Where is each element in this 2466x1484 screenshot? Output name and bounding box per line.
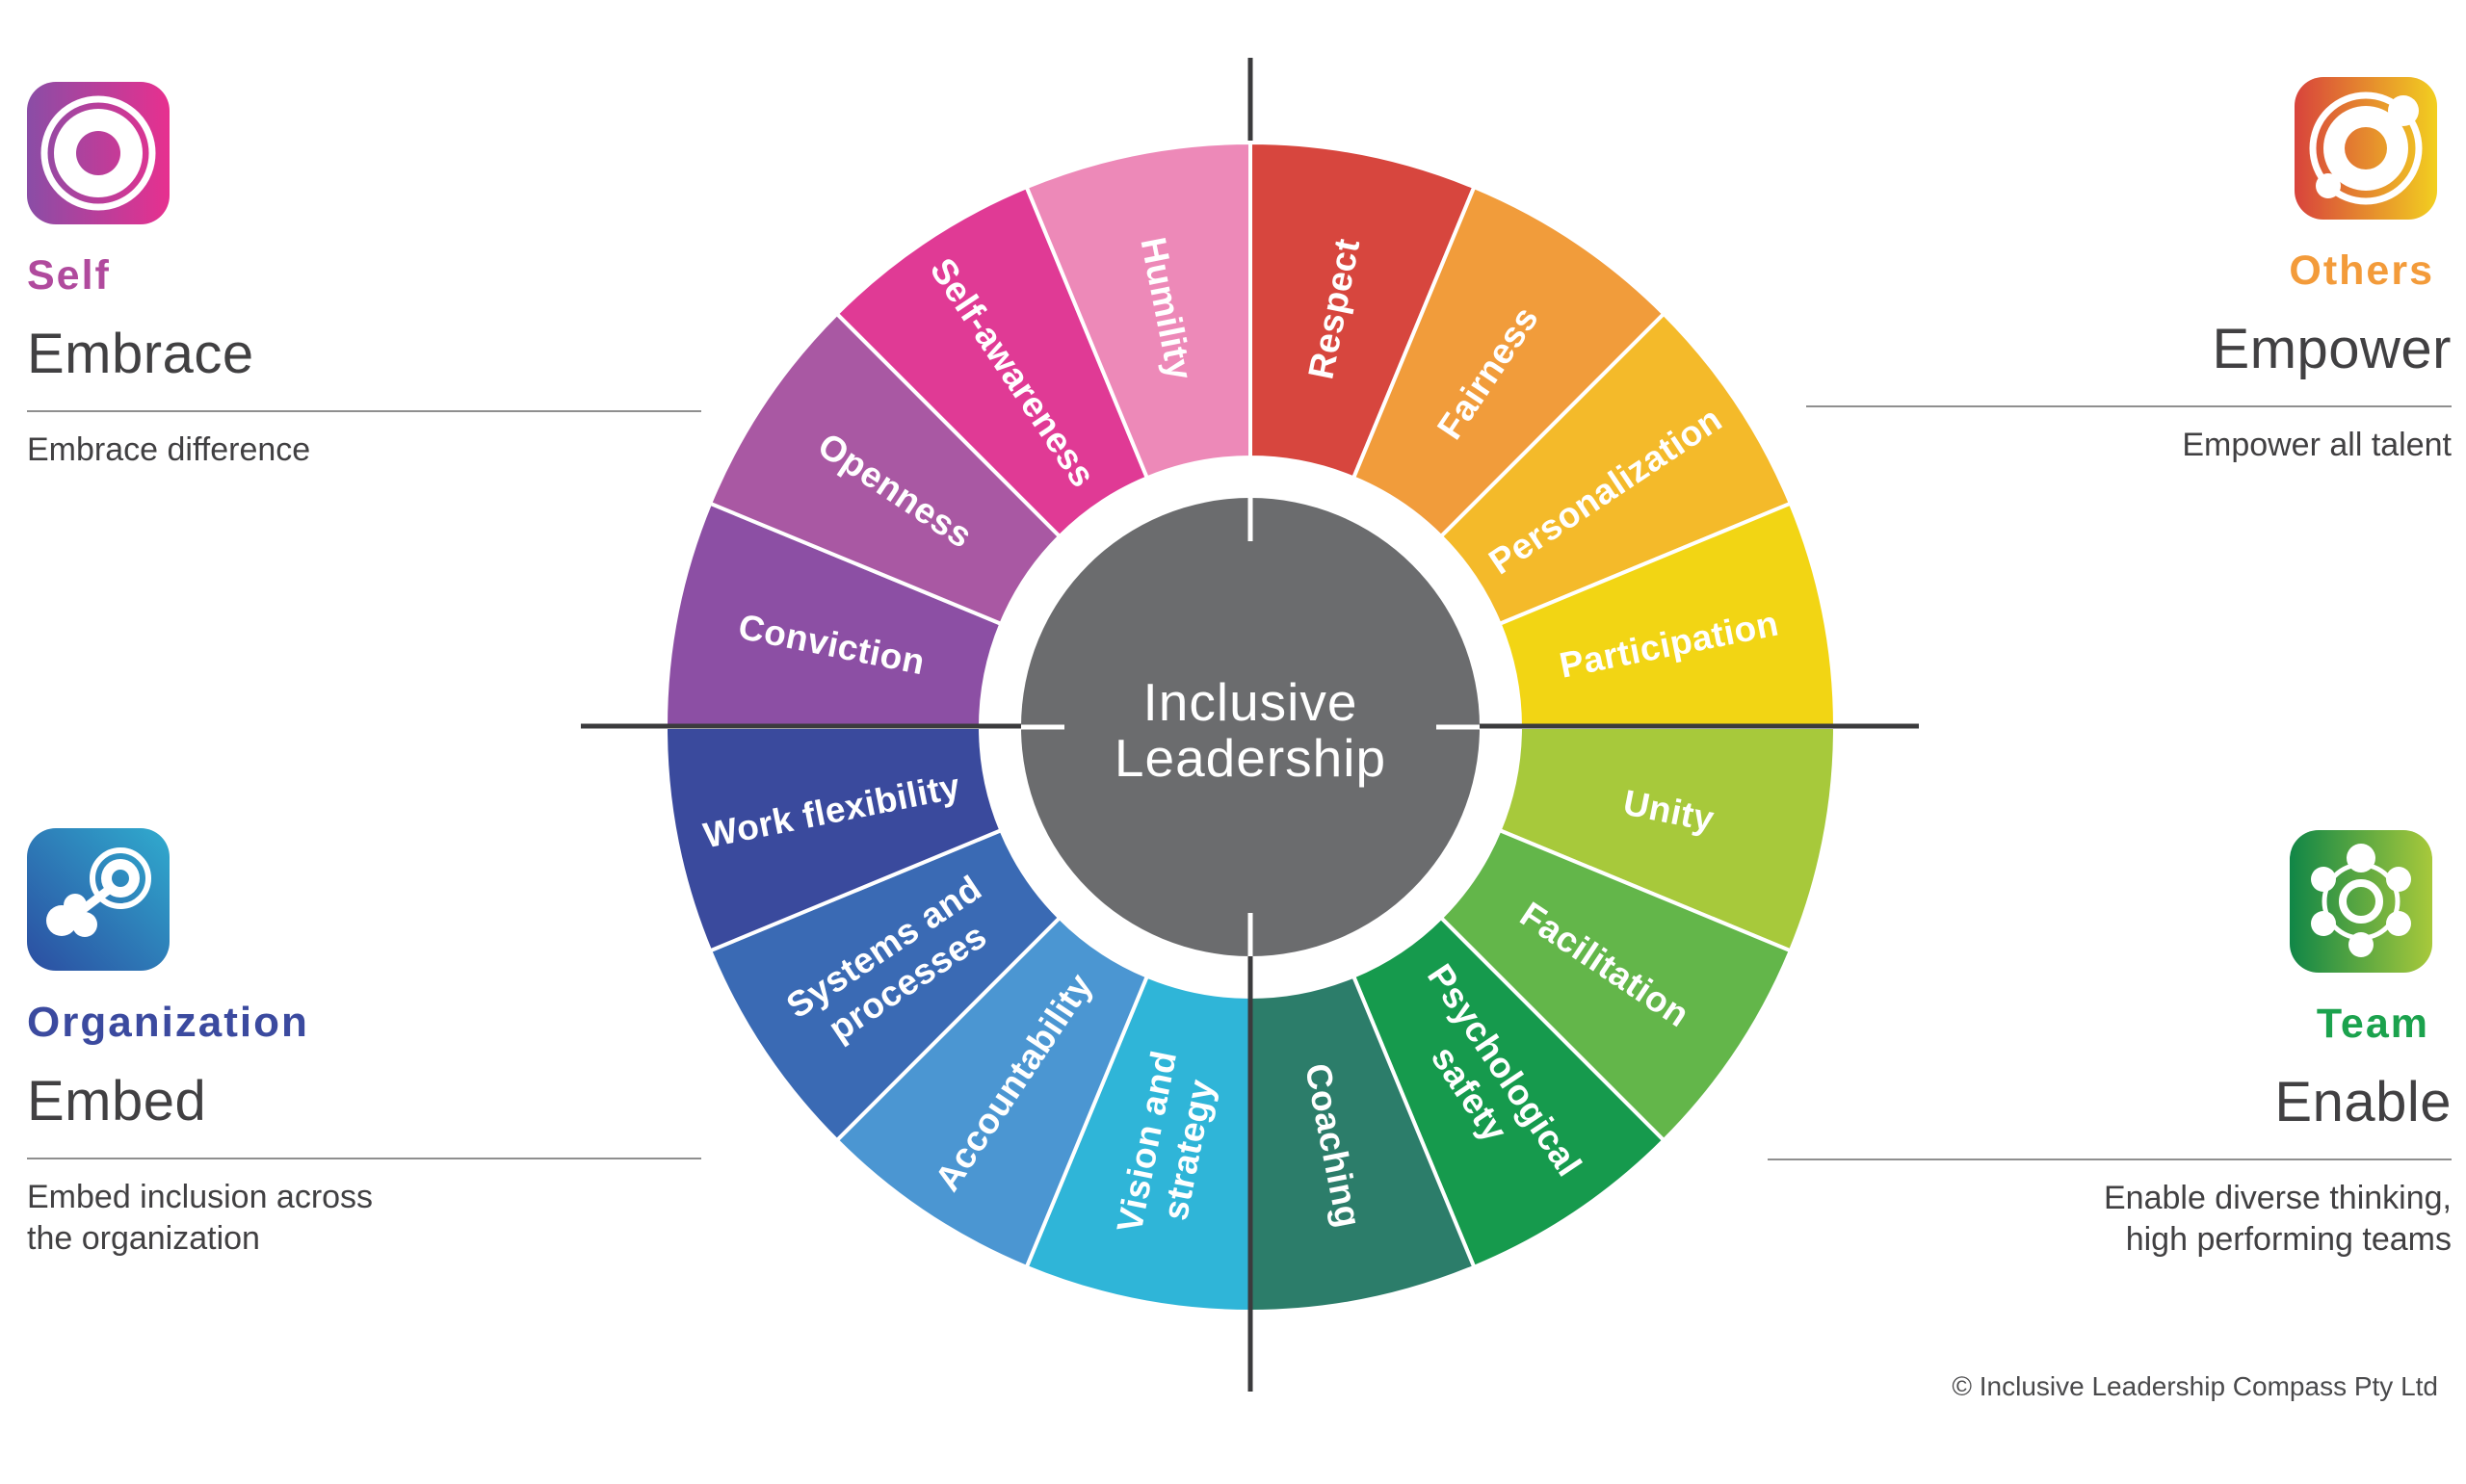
team-hub-icon xyxy=(2290,830,2432,973)
quadrant-panel-organization: Organization Embed Embed inclusion acros… xyxy=(27,828,730,1261)
copyright-text: © Inclusive Leadership Compass Pty Ltd xyxy=(1952,1371,2438,1401)
divider-line xyxy=(27,1157,701,1159)
quadrant-description-others: Empower all talent xyxy=(2182,426,2452,463)
category-label-team: Team xyxy=(2316,1001,2429,1047)
quadrant-heading-enable: Enable xyxy=(2274,1071,2452,1133)
quadrant-panel-team: Team Enable Enable diverse thinking, hig… xyxy=(1748,830,2452,1262)
quadrant-heading-embed: Embed xyxy=(27,1070,207,1133)
organization-network-icon xyxy=(27,828,170,971)
hub-circle xyxy=(1021,498,1480,956)
category-label-self: Self xyxy=(27,252,111,299)
quadrant-description-team: Enable diverse thinking, high performing… xyxy=(2103,1179,2452,1259)
category-label-organization: Organization xyxy=(27,999,309,1046)
quadrant-description-organization: Embed inclusion across the organization xyxy=(27,1178,374,1258)
quadrant-heading-embrace: Embrace xyxy=(27,323,254,385)
quadrant-panel-self: Self Embrace Embrace difference xyxy=(27,82,730,471)
others-orbit-icon xyxy=(2295,77,2437,220)
quadrant-heading-empower: Empower xyxy=(2212,318,2452,380)
divider-line xyxy=(1806,404,2452,407)
divider-line xyxy=(1768,1158,2452,1160)
quadrant-description-self: Embrace difference xyxy=(27,430,311,468)
divider-line xyxy=(27,409,701,412)
self-target-icon xyxy=(27,82,170,224)
category-label-others: Others xyxy=(2289,247,2434,294)
quadrant-panel-others: Others Empower Empower all talent xyxy=(1748,77,2452,466)
